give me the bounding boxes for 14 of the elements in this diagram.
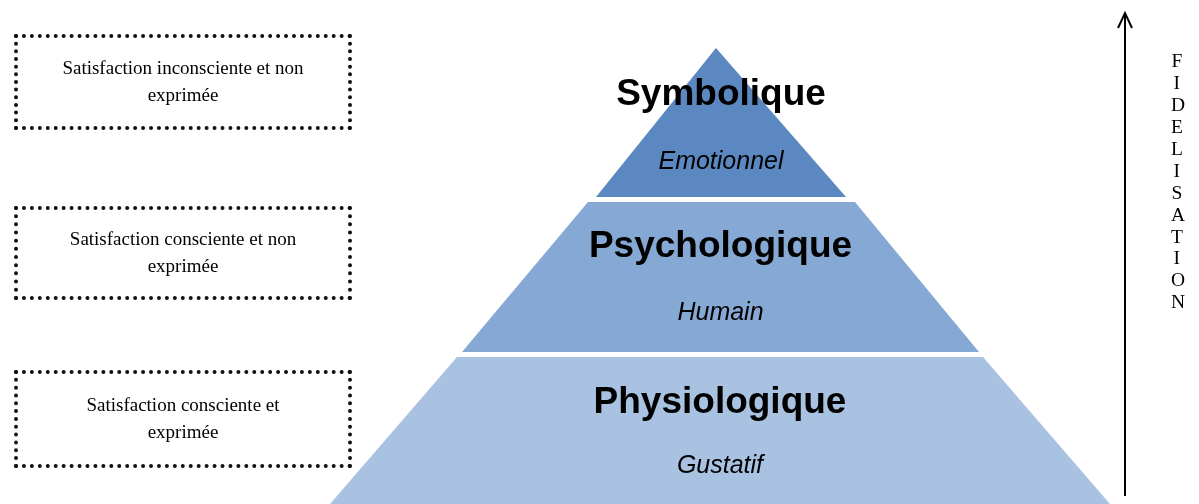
box-text: Satisfaction inconsciente et non exprimée: [61, 56, 305, 107]
box-text: Satisfaction consciente et non exprimée: [68, 227, 298, 278]
vertical-label: FIDELISATION: [1171, 50, 1183, 314]
pyramid-tier: [330, 357, 1110, 504]
dotted-box: [14, 370, 352, 468]
tier-heading: Physiologique: [592, 380, 848, 422]
tier-subtitle: Emotionnel: [657, 146, 785, 175]
pyramid-tier: [462, 202, 979, 352]
dotted-box: [14, 206, 352, 300]
box-text: Satisfaction consciente et exprimée: [85, 393, 281, 444]
tier-heading: Psychologique: [587, 224, 854, 266]
tier-subtitle: Gustatif: [675, 450, 766, 479]
tier-subtitle: Humain: [676, 297, 765, 326]
dotted-box: [14, 34, 352, 130]
